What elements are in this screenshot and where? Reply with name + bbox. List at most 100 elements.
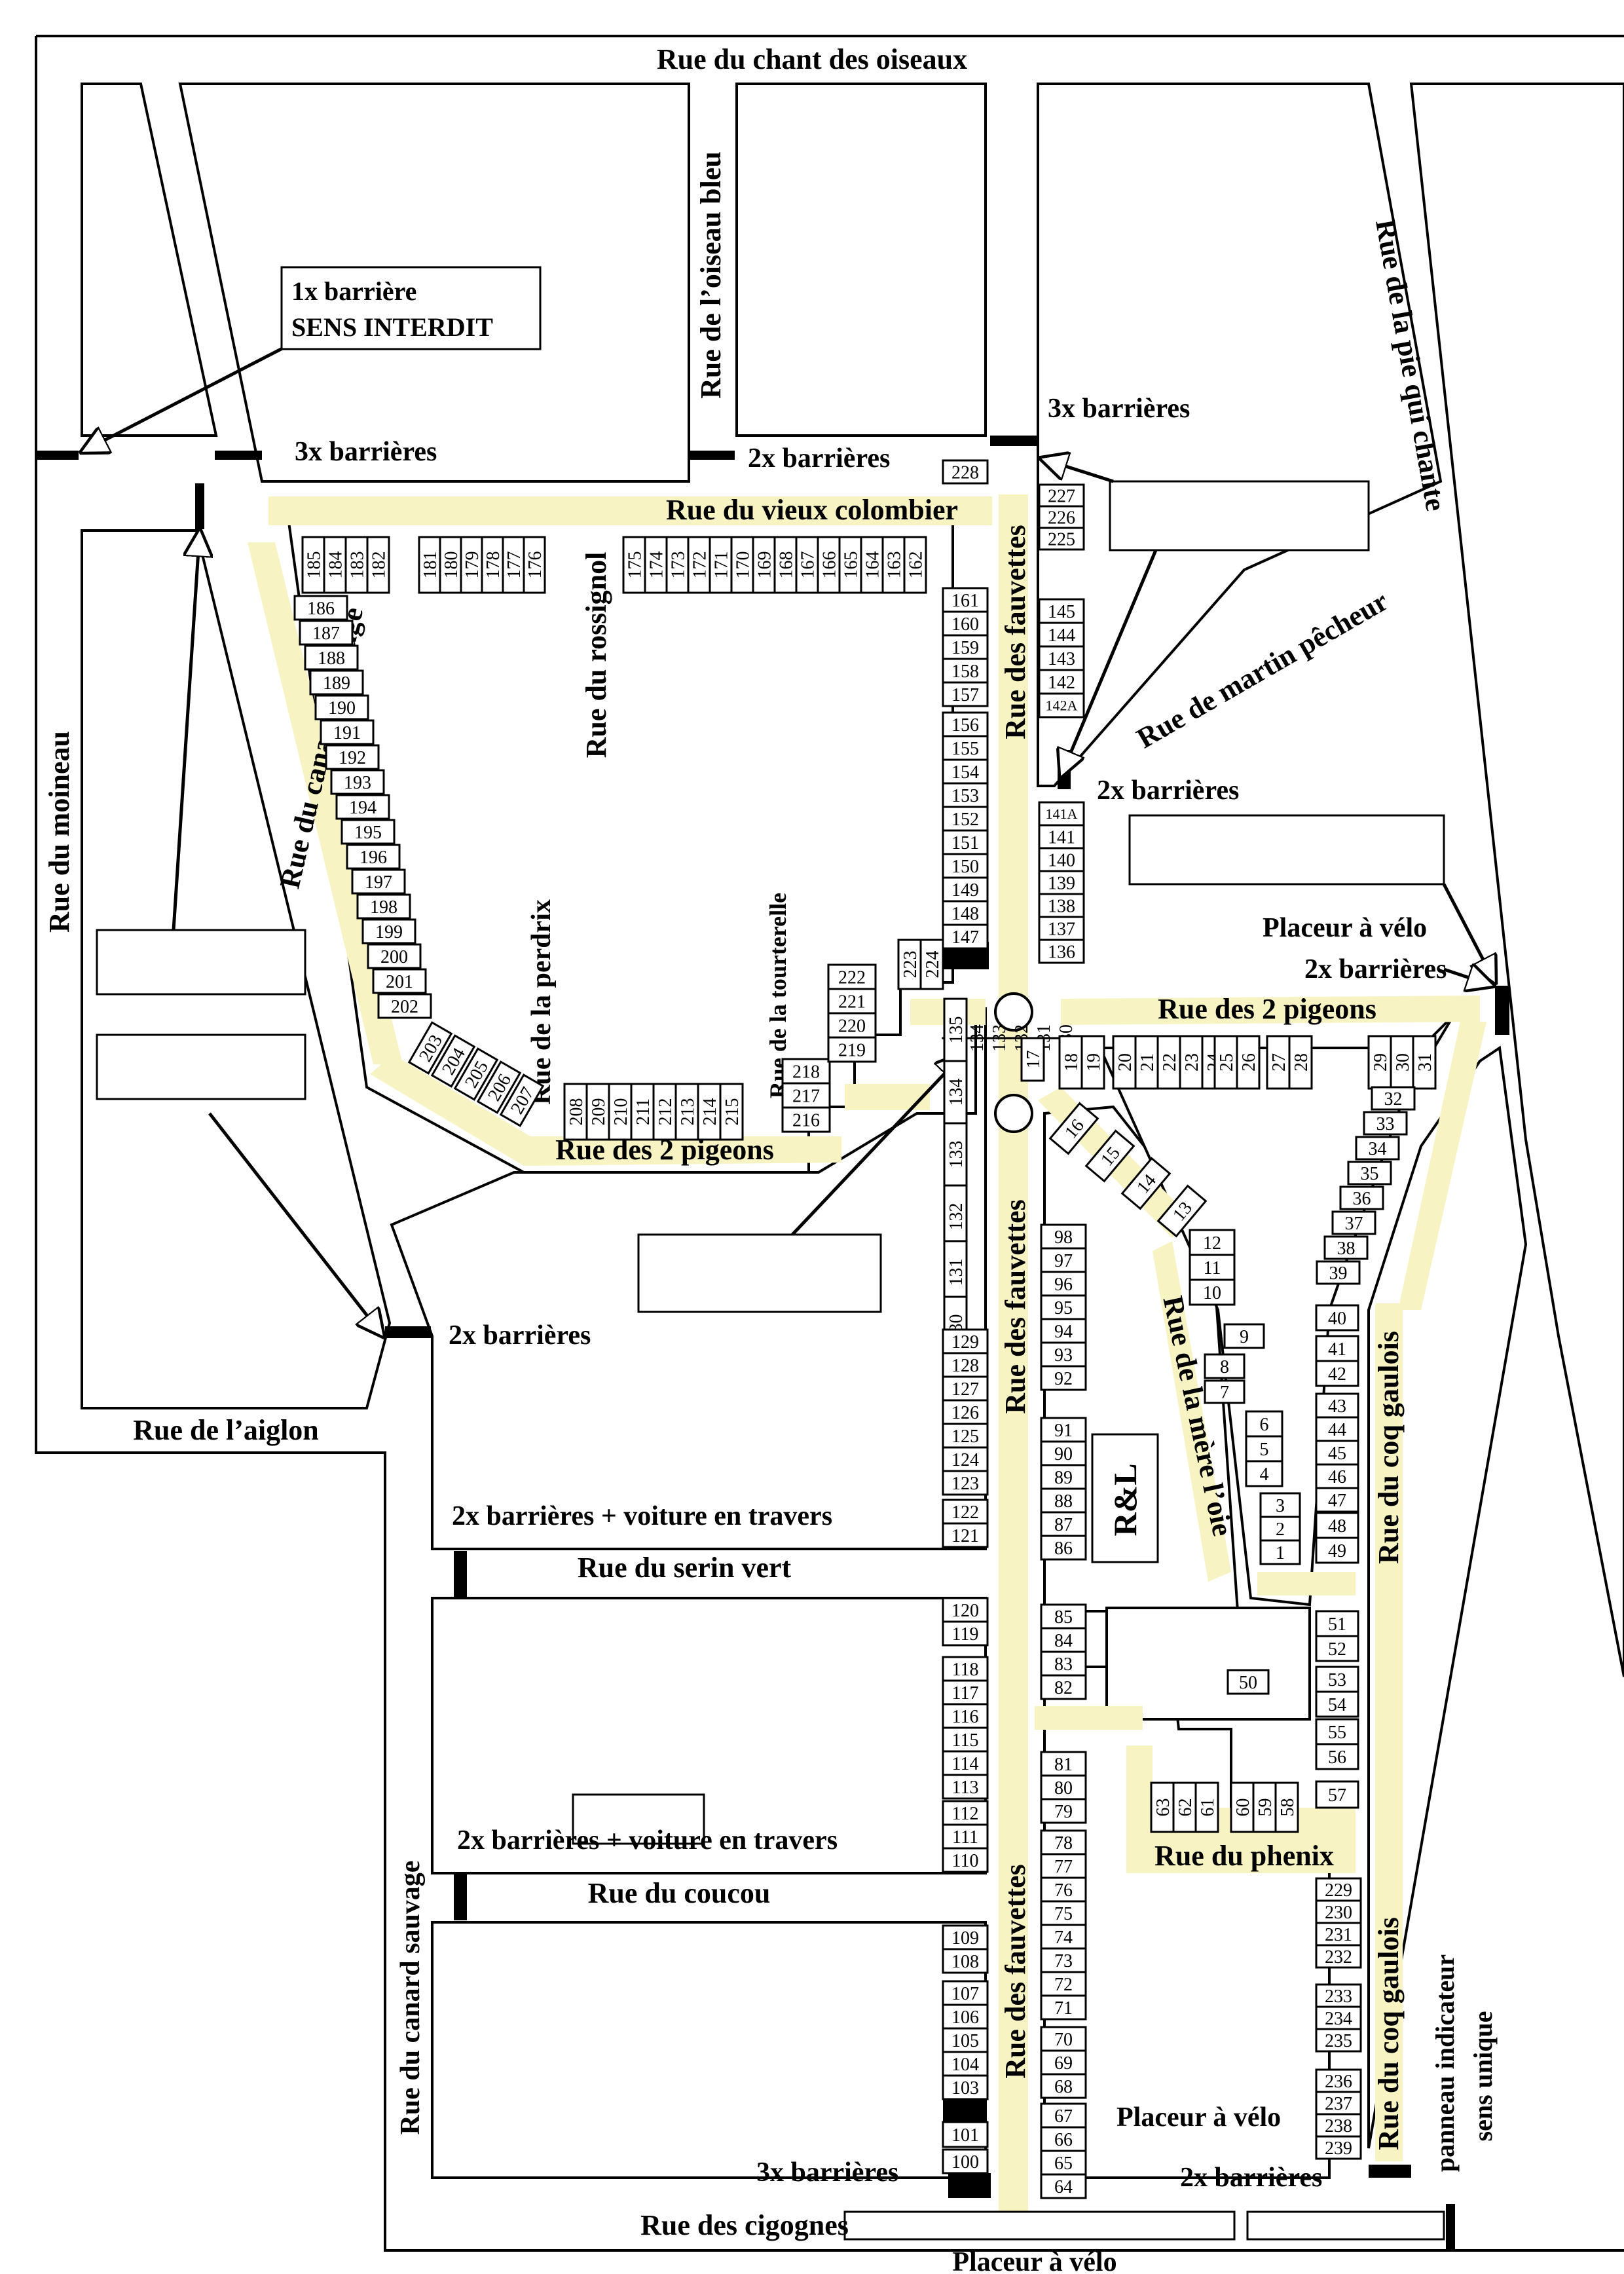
plot-137: 137 [1038, 916, 1085, 941]
svg-text:234: 234 [1325, 2009, 1352, 2029]
label-2x-barrieres-coucou: 2x barrières + voiture en travers [457, 1825, 838, 1855]
svg-text:179: 179 [462, 551, 483, 579]
plot-3: 3 [1259, 1492, 1301, 1518]
street-coucou: Rue du coucou [588, 1877, 771, 1909]
svg-text:199: 199 [375, 922, 403, 942]
svg-text:145: 145 [1048, 602, 1075, 622]
plot-135: 135 [943, 997, 968, 1062]
plot-42: 42 [1315, 1360, 1359, 1387]
street-canard-sauvage-bottom: Rue du canard sauvage [396, 1861, 426, 2135]
plot-211: 211 [630, 1083, 655, 1141]
plot-229: 229 [1315, 1877, 1362, 1902]
svg-text:114: 114 [952, 1754, 979, 1774]
svg-text:221: 221 [838, 992, 866, 1012]
plot-4: 4 [1245, 1460, 1283, 1487]
svg-text:35: 35 [1361, 1164, 1379, 1184]
plot-31: 31 [1412, 1035, 1437, 1090]
svg-text:184: 184 [325, 551, 346, 579]
svg-text:171: 171 [711, 551, 731, 579]
svg-text:37: 37 [1345, 1214, 1363, 1234]
label-panneau-line1: panneau indicateur [1430, 1954, 1460, 2172]
plot-134: 134 [964, 1024, 989, 1052]
svg-text:115: 115 [952, 1730, 979, 1751]
svg-text:236: 236 [1325, 2072, 1352, 2092]
svg-text:218: 218 [792, 1062, 820, 1082]
plot-119: 119 [942, 1620, 989, 1647]
plot-33: 33 [1363, 1111, 1408, 1136]
plot-84: 84 [1040, 1627, 1087, 1653]
plot-104: 104 [942, 2051, 989, 2077]
svg-text:228: 228 [951, 462, 979, 483]
plot-231: 231 [1315, 1922, 1362, 1947]
plot-230: 230 [1315, 1899, 1362, 1924]
svg-text:63: 63 [1153, 1799, 1173, 1817]
sens-interdit-box [280, 266, 542, 350]
svg-text:21: 21 [1137, 1053, 1158, 1072]
street-fauvettes-1: Rue des fauvettes [999, 525, 1031, 739]
plot-199: 199 [361, 918, 416, 944]
svg-text:202: 202 [391, 997, 418, 1017]
svg-text:61: 61 [1198, 1799, 1218, 1817]
plot-37: 37 [1331, 1210, 1376, 1235]
svg-text:165: 165 [841, 551, 861, 579]
plot-216: 216 [781, 1106, 831, 1133]
svg-text:191: 191 [333, 723, 361, 743]
plot-67: 67 [1040, 2102, 1087, 2129]
plot-89: 89 [1040, 1464, 1087, 1490]
plot-181: 181 [418, 536, 441, 594]
plot-171: 171 [709, 536, 733, 594]
svg-text:10: 10 [1203, 1283, 1221, 1303]
svg-text:231: 231 [1325, 1925, 1352, 1945]
plot-28: 28 [1288, 1035, 1313, 1090]
svg-text:92: 92 [1054, 1369, 1073, 1389]
plot-172: 172 [687, 536, 711, 594]
svg-text:216: 216 [792, 1110, 820, 1130]
plot-132: 132 [943, 1184, 968, 1249]
svg-text:157: 157 [951, 685, 979, 705]
plot-97: 97 [1040, 1247, 1087, 1273]
svg-text:134: 134 [967, 1024, 987, 1052]
plot-63: 63 [1150, 1781, 1175, 1833]
plot-94: 94 [1040, 1318, 1087, 1344]
plot-125: 125 [942, 1423, 989, 1449]
svg-text:1: 1 [1276, 1543, 1285, 1563]
plot-166: 166 [817, 536, 841, 594]
plot-227: 227 [1038, 483, 1085, 508]
svg-text:22: 22 [1160, 1053, 1180, 1072]
rl-box [1091, 1433, 1159, 1563]
label-2x-barrieres-aiglon: 2x barrières [449, 1320, 591, 1351]
plot-22: 22 [1156, 1035, 1181, 1090]
svg-text:170: 170 [733, 551, 753, 579]
svg-text:162: 162 [906, 551, 926, 579]
plot-142: 142 [1038, 669, 1085, 695]
svg-text:50: 50 [1239, 1673, 1257, 1693]
svg-text:219: 219 [838, 1040, 866, 1060]
svg-text:132: 132 [946, 1203, 967, 1231]
plot-161: 161 [942, 587, 989, 613]
plot-210: 210 [608, 1083, 633, 1141]
svg-text:18: 18 [1061, 1053, 1082, 1072]
plot-7: 7 [1204, 1379, 1246, 1404]
plot-88: 88 [1040, 1487, 1087, 1514]
plot-200: 200 [367, 943, 422, 969]
svg-text:147: 147 [951, 927, 979, 948]
svg-text:181: 181 [420, 551, 441, 579]
plot-27: 27 [1266, 1035, 1291, 1090]
svg-text:17: 17 [1024, 1051, 1044, 1069]
plot-225: 225 [1038, 527, 1085, 551]
svg-text:127: 127 [951, 1379, 979, 1400]
plot-185: 185 [301, 536, 325, 594]
svg-text:27: 27 [1269, 1053, 1289, 1072]
plot-189: 189 [309, 669, 364, 696]
plot-71: 71 [1040, 1994, 1087, 2021]
plot-126: 126 [942, 1399, 989, 1425]
plot-44: 44 [1315, 1416, 1359, 1442]
street-perdrix: Rue de la perdrix [526, 899, 557, 1105]
svg-text:40: 40 [1328, 1309, 1346, 1329]
svg-text:36: 36 [1353, 1189, 1371, 1209]
svg-text:123: 123 [951, 1474, 979, 1494]
plot-46: 46 [1315, 1463, 1359, 1489]
svg-text:189: 189 [323, 673, 350, 694]
svg-text:3: 3 [1276, 1496, 1285, 1516]
street-rossignol: Rue du rossignol [580, 552, 612, 758]
